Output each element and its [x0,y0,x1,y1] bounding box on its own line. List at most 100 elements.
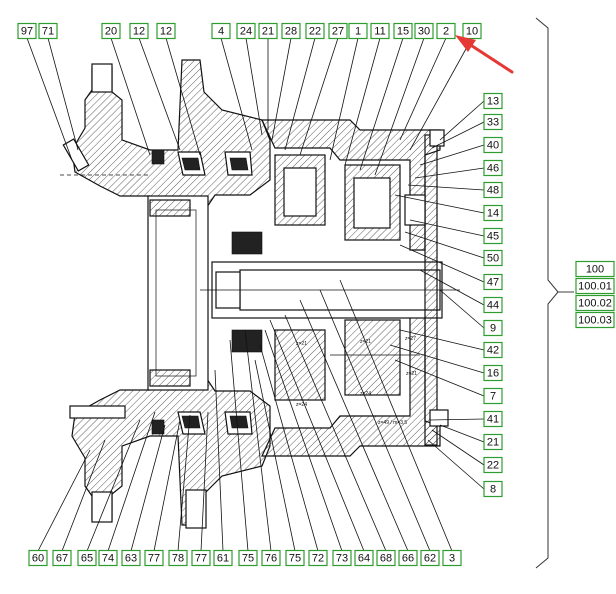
label-top-71-1: 71 [38,22,58,40]
leader-top-0 [26,37,73,161]
leader-bottom-18 [339,279,453,552]
taper-bearing-upper-right [224,151,253,176]
label-bottom-67-1-text: 67 [56,553,68,565]
leader-top-11 [329,37,359,161]
label-right-13-0: 13 [483,92,503,110]
leader-top-1 [47,37,79,151]
label-right-44-9-text: 44 [487,300,499,312]
label-group-100-text: 100 [586,264,604,276]
label-bottom-3-18-text: 3 [449,553,455,565]
label-top-1-11-text: 1 [355,26,361,38]
label-right-42-11: 42 [483,341,503,359]
leader-bottom-3 [107,411,156,552]
inner-bore [147,195,209,391]
leader-bottom-17 [319,289,431,552]
leader-top-8 [271,37,292,141]
label-top-30-14-text: 30 [418,26,430,38]
label-bottom-61-8-text: 61 [217,553,229,565]
note-z21-c: z=21 [406,371,417,377]
sun-gear-lower [231,329,263,353]
leader-top-10 [299,37,339,156]
label-top-97-0-text: 97 [21,26,33,38]
taper-bearing-upper-left [177,151,206,176]
label-right-14-5: 14 [483,204,503,222]
spline-ring-upper [149,199,191,217]
planet-bearing-upper-2 [353,177,391,229]
label-right-33-1-text: 33 [487,117,499,129]
leader-bottom-6 [177,414,191,552]
label-right-33-1: 33 [483,113,503,131]
label-right-16-12: 16 [483,364,503,382]
leader-top-15 [399,37,447,141]
end-cover [424,134,438,446]
leader-bottom-5 [153,419,181,552]
planet-gear-lower-2 [344,319,401,396]
leader-right-3 [414,167,485,179]
leader-bottom-7 [200,411,209,552]
leader-right-15 [439,424,485,443]
note-z49-m: z=49 / m=3,5 [378,420,407,426]
leader-right-10 [439,289,485,329]
leader-right-11 [399,329,485,351]
label-top-4-5: 4 [211,22,231,40]
label-right-9-10-text: 9 [490,323,496,335]
label-bottom-73-13-text: 73 [336,553,348,565]
label-right-46-3: 46 [483,159,503,177]
label-group-100.01: 100.01 [575,277,615,295]
cover-plug [404,194,426,226]
label-right-40-2-text: 40 [487,140,499,152]
leader-top-4 [165,37,201,156]
label-right-40-2: 40 [483,136,503,154]
label-bottom-75-11: 75 [285,549,305,567]
label-right-42-11-text: 42 [487,345,499,357]
label-bottom-77-7-text: 77 [195,553,207,565]
leader-bottom-0 [37,449,91,552]
label-bottom-60-0: 60 [28,549,48,567]
stud-bottom-left [91,491,113,523]
label-top-10-16: 10 [462,22,482,40]
seal-lower [151,419,165,435]
label-bottom-74-3-text: 74 [102,553,114,565]
spline-ring-lower [149,369,191,387]
label-group-100.03-text: 100.03 [578,315,612,327]
leader-bottom-15 [284,314,387,552]
label-bottom-64-14: 64 [354,549,374,567]
label-right-41-14: 41 [483,410,503,428]
label-group-100: 100 [575,260,615,278]
stud-top-left [91,63,113,93]
label-bottom-73-13: 73 [332,549,352,567]
label-bottom-76-10-text: 76 [265,553,277,565]
leader-bottom-12 [259,344,319,552]
label-bottom-65-2: 65 [77,549,97,567]
label-top-22-9: 22 [305,22,325,40]
label-top-1-11: 1 [348,22,368,40]
label-right-16-12-text: 16 [487,368,499,380]
sun-gear-upper [231,231,263,255]
taper-bearing-lower-left [177,411,206,435]
bolt-upper [62,138,90,172]
leader-top-13 [359,37,404,171]
label-top-24-6-text: 24 [240,26,252,38]
label-right-8-17-text: 8 [490,484,496,496]
assembly-drawing [60,59,460,529]
leader-right-2 [419,144,485,166]
bolt-lower [69,405,126,419]
label-right-8-17: 8 [483,480,503,498]
label-top-27-10: 27 [328,22,348,40]
label-top-12-4-text: 12 [160,26,172,38]
label-bottom-66-16: 66 [398,549,418,567]
leader-bottom-10 [244,329,272,552]
label-right-48-4-text: 48 [487,185,499,197]
label-group-100.02: 100.02 [575,294,615,312]
label-bottom-62-17: 62 [420,549,440,567]
leader-bottom-14 [269,319,365,552]
label-top-20-2-text: 20 [105,26,117,38]
note-z24-a: z=24 [360,391,371,397]
bolt-cover [429,409,449,427]
label-bottom-74-3: 74 [98,549,118,567]
leader-right-14 [429,418,485,421]
label-bottom-63-4-text: 63 [125,553,137,565]
label-bottom-3-18: 3 [442,549,462,567]
